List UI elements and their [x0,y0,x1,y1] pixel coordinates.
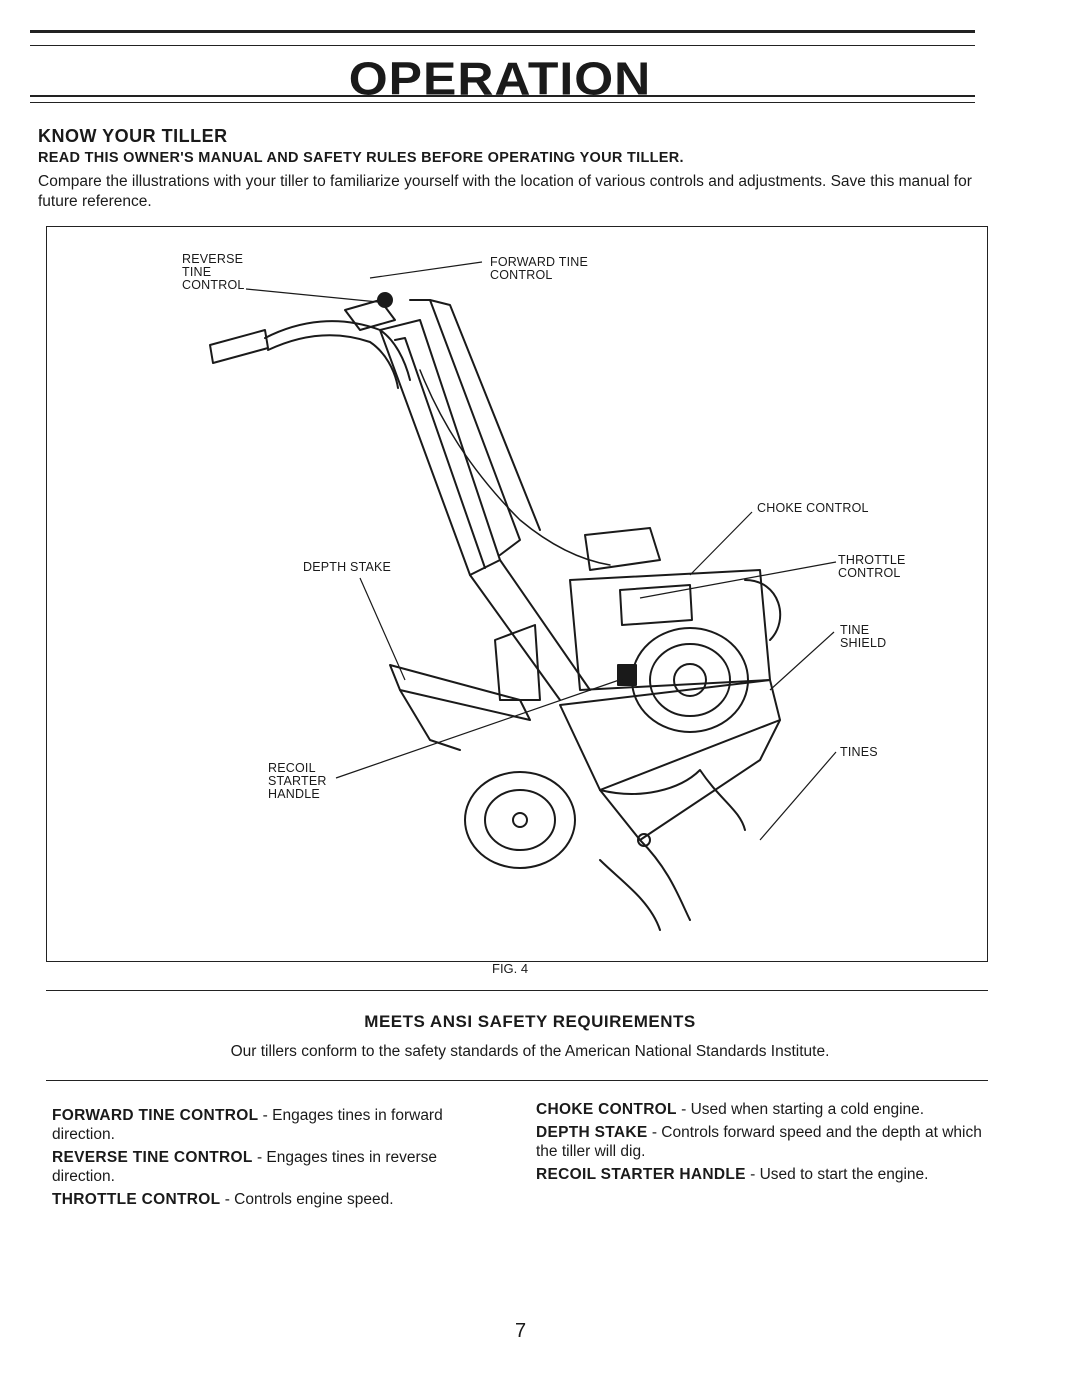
tines-leader [759,751,837,841]
forward-leader [369,261,483,279]
label-tines: TINES [840,745,878,759]
recoil-leader [335,677,626,779]
desc-throttle-control: THROTTLE CONTROL - Controls engine speed… [52,1191,394,1208]
label-recoil-starter-handle: RECOIL STARTER HANDLE [268,761,327,801]
intro-paragraph: Compare the illustrations with your till… [38,173,972,210]
choke-leader [689,511,753,576]
figure-frame [46,226,988,962]
forward-tine-knob [377,292,393,308]
title-rule [30,95,975,97]
ansi-title: MEETS ANSI SAFETY REQUIREMENTS [364,1012,696,1031]
page-number: 7 [515,1320,527,1342]
depth-leader [359,577,406,681]
desc-recoil-starter-handle: RECOIL STARTER HANDLE - Used to start th… [536,1166,929,1183]
title-rule-thin [30,102,975,103]
label-forward-tine-control: FORWARD TINE CONTROL [490,255,589,282]
throttle-leader [639,561,837,599]
desc-depth-stake: DEPTH STAKE - Controls forward speed and… [536,1124,982,1160]
section-title: KNOW YOUR TILLER [38,126,228,146]
ansi-rule-top [46,990,988,991]
safety-warning: READ THIS OWNER'S MANUAL AND SAFETY RULE… [38,150,684,166]
label-tine-shield: TINE SHIELD [840,623,887,650]
descriptions-left: FORWARD TINE CONTROL - Engages tines in … [52,1106,502,1213]
descriptions-right: CHOKE CONTROL - Used when starting a col… [536,1100,1006,1188]
desc-reverse-tine-control: REVERSE TINE CONTROL - Engages tines in … [52,1149,438,1185]
reverse-leader [245,288,379,303]
label-throttle-control: THROTTLE CONTROL [838,553,906,580]
tine-shield-leader [769,631,835,691]
handle-grip [209,329,269,364]
top-rule-thin [30,45,975,46]
ansi-text: Our tillers conform to the safety standa… [230,1043,830,1060]
label-choke-control: CHOKE CONTROL [757,501,869,515]
figure-caption: FIG. 4 [492,961,529,976]
label-reverse-tine-control: REVERSE TINE CONTROL [182,252,245,292]
top-rule [30,30,975,33]
desc-choke-control: CHOKE CONTROL - Used when starting a col… [536,1101,925,1118]
ansi-rule-bottom [46,1080,988,1081]
label-depth-stake: DEPTH STAKE [303,560,392,574]
desc-forward-tine-control: FORWARD TINE CONTROL - Engages tines in … [52,1107,443,1143]
